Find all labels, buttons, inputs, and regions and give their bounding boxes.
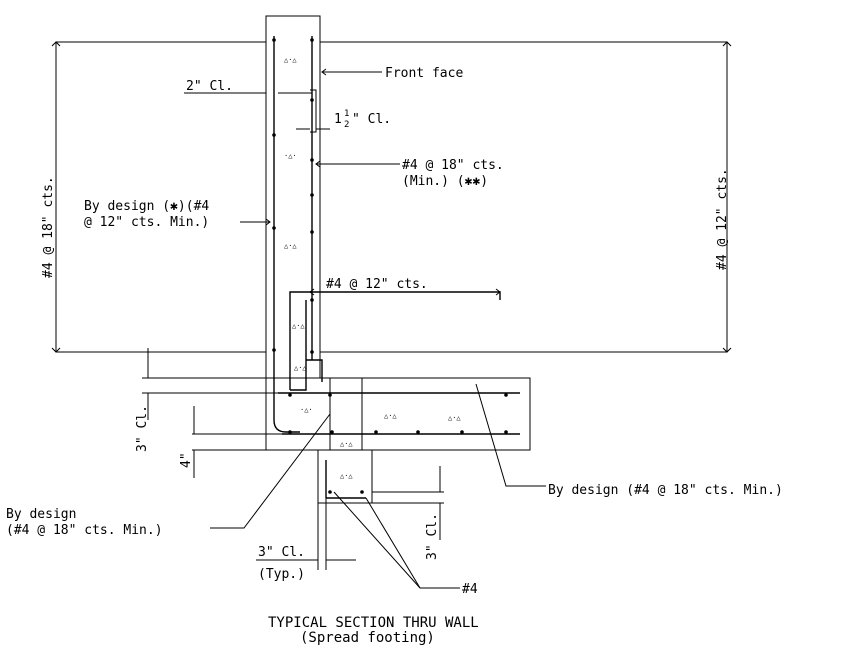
left-dim-label: #4 @ 18" cts. — [41, 176, 56, 278]
shear-key — [317, 450, 373, 504]
right-dimension-frame — [320, 41, 728, 353]
svg-text:·△·: ·△· — [300, 406, 313, 414]
clear-2-label: 2" Cl. — [186, 79, 233, 94]
clear-3-key-label: 3" Cl. — [425, 513, 440, 560]
clear-3-bottom-label: 3" Cl. — [258, 545, 305, 560]
front-bars-line1: #4 @ 18" cts. — [402, 158, 504, 173]
svg-text:△·△: △·△ — [384, 412, 397, 420]
front-face-label: Front face — [385, 66, 463, 81]
title-line2: (Spread footing) — [300, 630, 435, 646]
svg-text:△·△: △·△ — [340, 472, 353, 480]
svg-text:△·△: △·△ — [284, 56, 297, 64]
rebar-dots — [272, 38, 508, 494]
back-bars-line2: @ 12" cts. Min.) — [84, 215, 209, 230]
svg-text:△·△: △·△ — [340, 440, 353, 448]
clear-3-left-label: 3" Cl. — [135, 405, 150, 452]
title-line1: TYPICAL SECTION THRU WALL — [268, 615, 479, 631]
dowel-bar — [289, 291, 501, 390]
svg-text:·△·: ·△· — [284, 152, 297, 160]
back-bars-line1: By design (✱)(#4 — [84, 199, 209, 214]
clear-1-5-rest: " Cl. — [352, 112, 391, 127]
svg-text:△·△: △·△ — [294, 364, 307, 372]
footing — [265, 377, 531, 451]
footing-left-line1: By design — [6, 507, 76, 522]
back-bar-hook — [273, 419, 300, 433]
footing-bottom-bars-label: By design (#4 @ 18" cts. Min.) — [548, 483, 783, 498]
svg-text:△·△: △·△ — [448, 414, 461, 422]
left-dimension-frame — [55, 41, 266, 353]
svg-text:△·△: △·△ — [292, 322, 305, 330]
clear-1-5-den: 2 — [344, 120, 349, 130]
typ-label: (Typ.) — [258, 567, 305, 582]
right-dim-label: #4 @ 12" cts. — [715, 168, 730, 270]
dowel-bar-2 — [290, 300, 307, 391]
dim-4-label: 4" — [179, 452, 194, 468]
footing-left-line2: (#4 @ 18" cts. Min.) — [6, 523, 163, 538]
front-bars-line2: (Min.) (✱✱) — [402, 174, 488, 189]
concrete-hatch: △·△ ·△· △·△ △·△ △·△ ·△· △·△ △·△ △·△ △·△ — [284, 56, 461, 480]
dowel-hook — [306, 359, 323, 382]
bar-4-label: #4 — [462, 582, 478, 597]
clear-1-5-whole: 1 — [334, 112, 342, 127]
top-footing-bars-label: #4 @ 12" cts. — [326, 277, 428, 292]
clear-1-5-num: 1 — [344, 109, 349, 119]
svg-text:△·△: △·△ — [284, 242, 297, 250]
